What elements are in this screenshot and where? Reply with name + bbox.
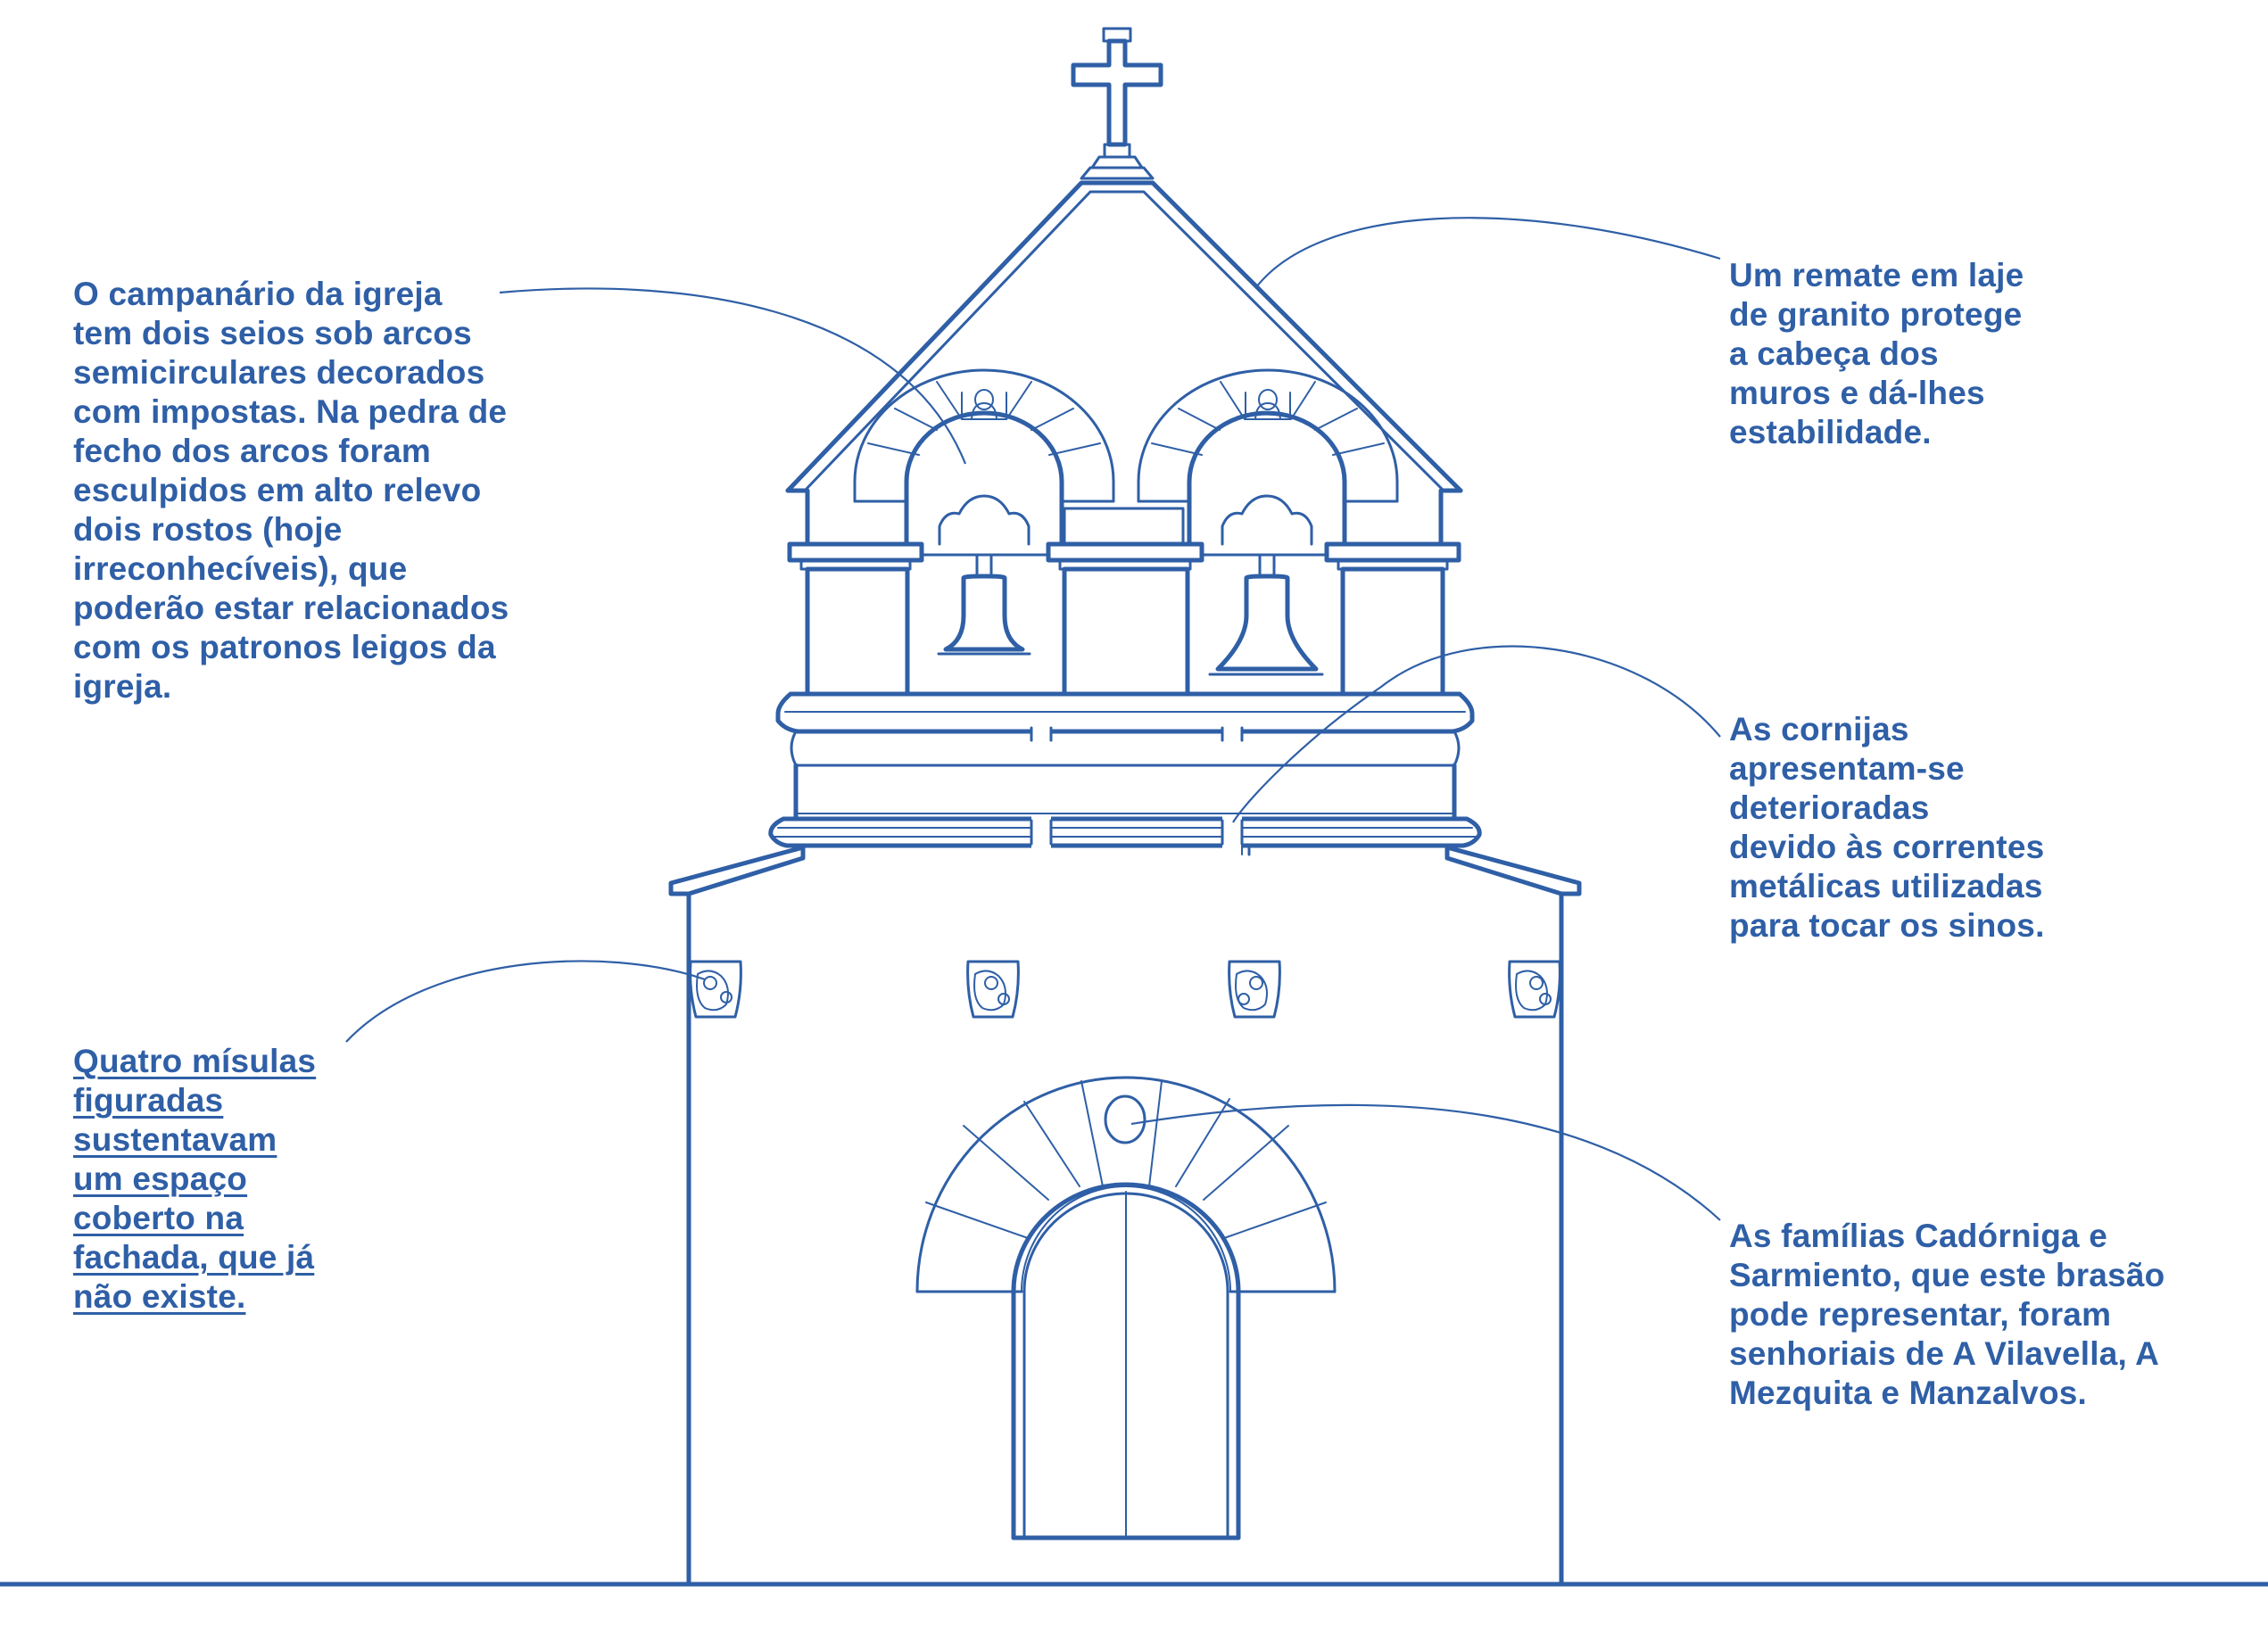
belfry-pillars — [805, 566, 1445, 697]
leader-corbels — [345, 960, 706, 1043]
leader-families — [1130, 1103, 1721, 1221]
corbels-annotation[interactable]: Quatro mísulas figuradas sustentavam um … — [73, 1043, 317, 1315]
coat-of-arms — [1104, 1094, 1146, 1144]
cornices-annotation: As cornijas apresentam-se deterioradas d… — [1729, 711, 2045, 944]
corbel-2 — [966, 960, 1020, 1019]
facade-walls — [686, 891, 1564, 1587]
cross — [1071, 27, 1163, 180]
corbel-3 — [1228, 960, 1281, 1019]
chain-holes — [1241, 844, 1251, 856]
impost-capitals — [787, 541, 1461, 571]
leader-cornices — [1232, 645, 1721, 823]
left-bell-arch — [853, 368, 1115, 656]
center-panel — [1063, 507, 1185, 546]
corbel-1 — [689, 960, 742, 1019]
belfry-gable — [785, 180, 1463, 547]
door — [1011, 1182, 1241, 1540]
upper-cornice — [775, 691, 1475, 767]
belfry-annotation: O campanário da igreja tem dois seios so… — [73, 276, 509, 705]
lower-cornice — [768, 815, 1482, 851]
leader-belfry — [499, 287, 967, 465]
corbels — [689, 960, 1561, 1019]
leader-lines — [345, 217, 1721, 1221]
corbel-4 — [1508, 960, 1561, 1019]
families-annotation: As famílias Cadórniga e Sarmiento, que e… — [1729, 1218, 2165, 1411]
frieze — [793, 763, 1457, 822]
leader-coping — [1255, 217, 1721, 288]
right-bell-arch — [1137, 368, 1399, 676]
facade-roof-edges — [668, 845, 1582, 896]
coping-annotation: Um remate em laje de granito protege a c… — [1729, 257, 2024, 450]
